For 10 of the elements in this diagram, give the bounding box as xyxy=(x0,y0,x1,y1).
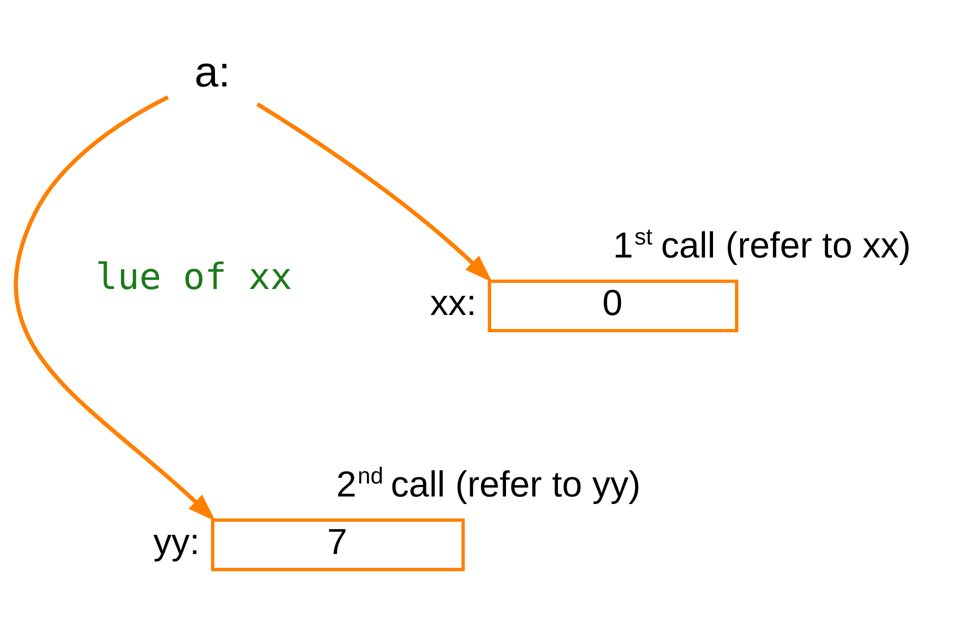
node-text: a: xyxy=(194,48,230,96)
node-label: yy: xyxy=(153,520,200,562)
node-box: 0 xyxy=(488,279,738,332)
arrow xyxy=(14,94,216,521)
label: lue of xx xyxy=(96,254,292,298)
node-label: xx: xyxy=(430,282,476,323)
node-label: 2$^{nd}$ call (refer to yy) xyxy=(336,462,641,504)
node-label: 1$^{st}$ call (refer to xx) xyxy=(613,222,911,265)
node-box: 7 xyxy=(211,518,465,571)
arrow xyxy=(256,102,492,282)
